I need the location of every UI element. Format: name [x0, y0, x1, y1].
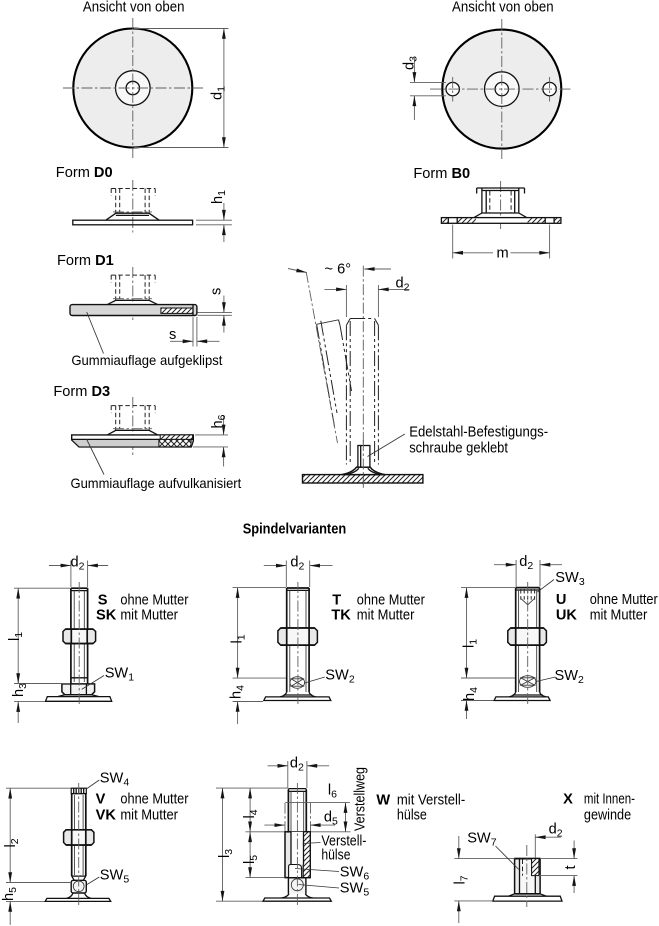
svg-text:ohne Mutter: ohne Mutter [120, 593, 188, 609]
svg-text:d5: d5 [324, 810, 338, 828]
svg-text:UK: UK [556, 608, 578, 624]
svg-text:l6: l6 [328, 783, 337, 801]
svg-text:Edelstahl-Befestigungs-: Edelstahl-Befestigungs- [409, 425, 548, 441]
svg-text:l1: l1 [7, 632, 25, 641]
svg-text:d2: d2 [396, 276, 410, 294]
svg-text:Verstellweg: Verstellweg [352, 767, 368, 831]
svg-text:h4: h4 [229, 685, 247, 699]
svg-text:Form D3: Form D3 [53, 384, 110, 400]
svg-text:d2: d2 [519, 554, 533, 572]
svg-text:d2: d2 [549, 822, 563, 840]
svg-text:Form B0: Form B0 [413, 166, 470, 182]
svg-text:SW5: SW5 [100, 868, 130, 886]
svg-text:l4: l4 [242, 809, 260, 818]
svg-text:m: m [497, 246, 509, 262]
svg-text:X: X [563, 792, 573, 808]
svg-text:mit Mutter: mit Mutter [120, 808, 178, 824]
svg-text:l1: l1 [229, 634, 247, 643]
svg-text:ohne Mutter: ohne Mutter [357, 593, 425, 609]
svg-text:SW2: SW2 [325, 668, 355, 686]
svg-text:U: U [556, 592, 567, 608]
svg-text:t: t [563, 865, 579, 869]
svg-text:SW6: SW6 [340, 865, 370, 883]
svg-text:hülse: hülse [397, 808, 427, 824]
svg-text:l3: l3 [217, 849, 235, 858]
svg-text:mit Verstell-: mit Verstell- [397, 793, 465, 809]
svg-text:SK: SK [96, 607, 117, 623]
svg-text:l2: l2 [3, 838, 21, 847]
svg-text:Gummiauflage aufgeklipst: Gummiauflage aufgeklipst [71, 352, 222, 368]
svg-text:hülse: hülse [321, 848, 350, 864]
svg-text:d1: d1 [210, 86, 228, 100]
svg-text:SW2: SW2 [555, 668, 585, 686]
svg-text:SW4: SW4 [100, 771, 130, 789]
svg-text:h6: h6 [210, 414, 228, 428]
svg-text:~ 6°: ~ 6° [325, 262, 352, 278]
svg-text:l5: l5 [242, 855, 260, 864]
svg-text:TK: TK [331, 608, 351, 624]
svg-text:S: S [98, 593, 108, 609]
svg-text:Gummiauflage aufvulkanisiert: Gummiauflage aufvulkanisiert [71, 475, 242, 491]
svg-text:SW5: SW5 [340, 881, 370, 899]
svg-text:Spindelvarianten: Spindelvarianten [243, 522, 347, 538]
svg-text:T: T [332, 593, 341, 609]
svg-text:Verstell-: Verstell- [321, 834, 366, 850]
svg-text:VK: VK [96, 808, 117, 824]
svg-text:ohne Mutter: ohne Mutter [120, 792, 188, 808]
svg-text:d2: d2 [290, 756, 304, 774]
svg-text:h3: h3 [11, 683, 29, 697]
svg-text:gewinde: gewinde [584, 808, 631, 824]
svg-text:s: s [169, 327, 176, 343]
svg-text:h5: h5 [1, 887, 19, 901]
svg-text:SW1: SW1 [105, 666, 135, 684]
svg-text:Form D1: Form D1 [57, 253, 114, 269]
svg-text:SW7: SW7 [467, 831, 497, 849]
svg-text:ohne Mutter: ohne Mutter [590, 592, 658, 608]
svg-text:Form D0: Form D0 [56, 165, 113, 181]
svg-text:h4: h4 [462, 687, 480, 701]
svg-text:mit Mutter: mit Mutter [357, 608, 415, 624]
svg-text:d3: d3 [402, 56, 420, 70]
svg-text:l7: l7 [453, 875, 471, 884]
svg-text:Ansicht von oben: Ansicht von oben [83, 0, 185, 16]
svg-text:s: s [209, 288, 225, 295]
svg-text:Ansicht von oben: Ansicht von oben [452, 0, 554, 16]
svg-text:schraube geklebt: schraube geklebt [409, 441, 508, 457]
svg-text:h1: h1 [210, 190, 228, 204]
svg-text:mit Mutter: mit Mutter [120, 607, 178, 623]
svg-text:V: V [96, 792, 106, 808]
svg-text:SW3: SW3 [555, 570, 585, 588]
svg-text:l1: l1 [462, 639, 480, 648]
svg-text:d2: d2 [290, 555, 304, 573]
svg-text:W: W [376, 793, 390, 809]
svg-text:mit Innen-: mit Innen- [584, 792, 635, 808]
svg-text:mit Mutter: mit Mutter [590, 608, 648, 624]
svg-text:d2: d2 [71, 555, 85, 573]
